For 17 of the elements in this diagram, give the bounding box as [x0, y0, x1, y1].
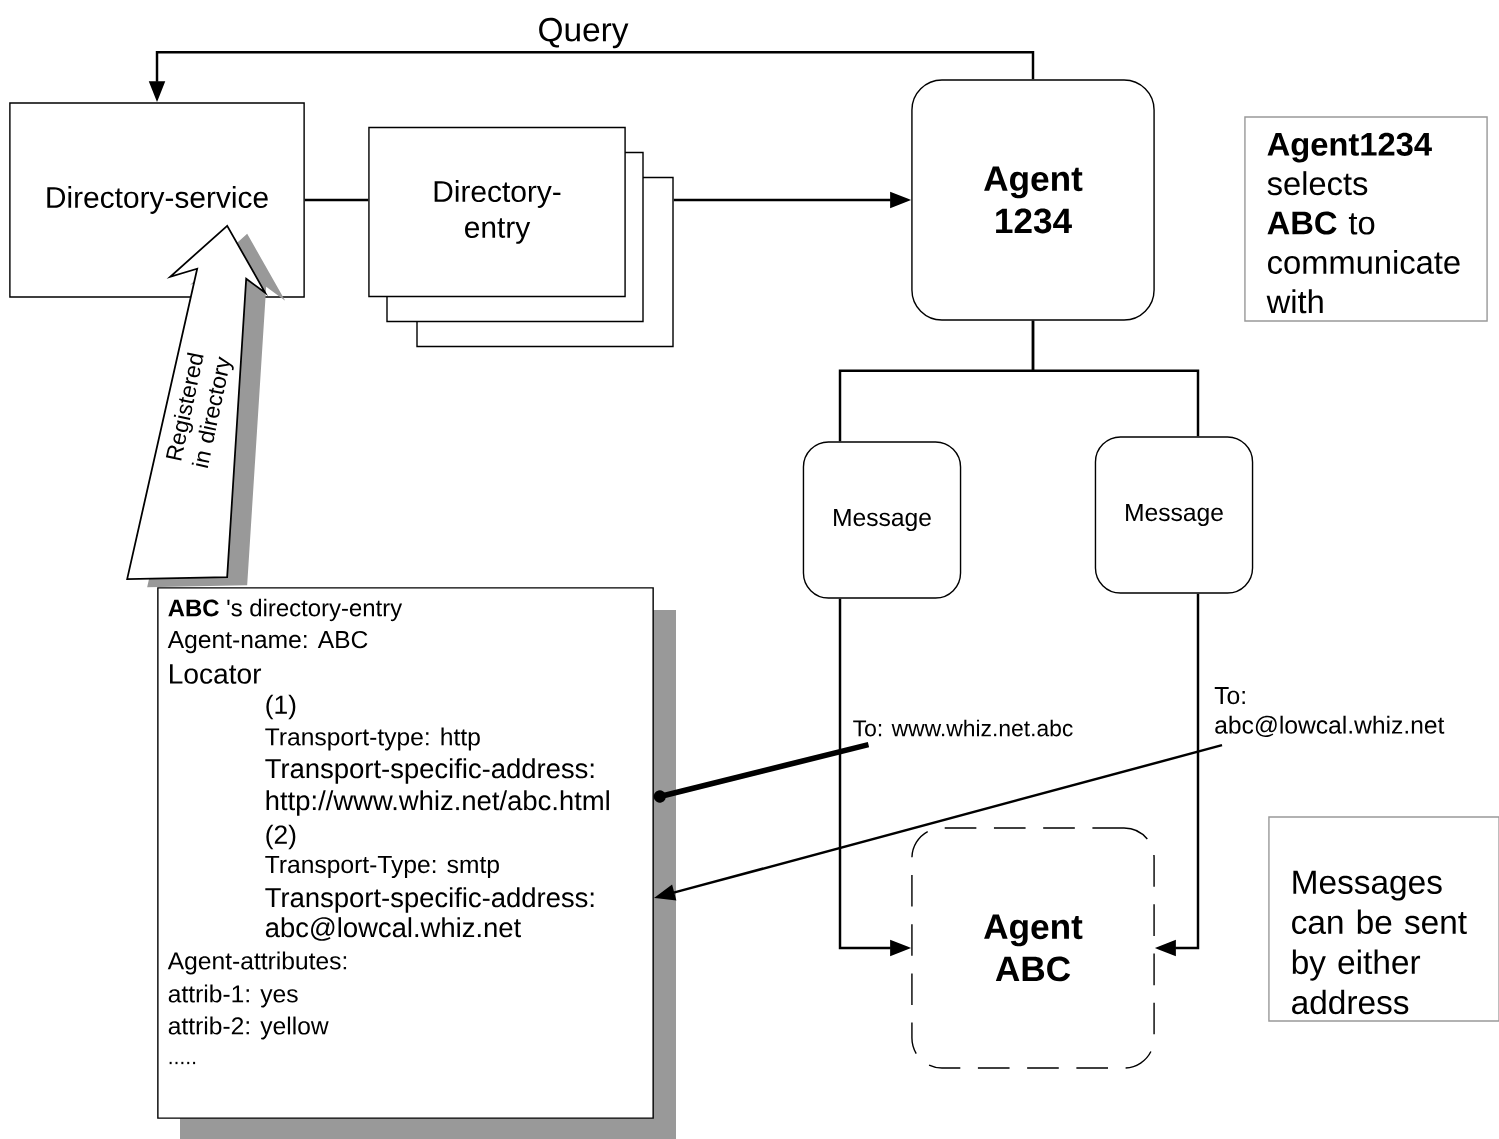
- stacked-entry-cards: Directory-entry: [368, 126, 674, 348]
- note-box: Agent1234 selects ABC to communicate with: [1244, 116, 1488, 322]
- edge-label: Query: [539, 17, 629, 49]
- connector-line: [304, 198, 369, 202]
- block-arrow: [126, 224, 286, 588]
- note-box: Messages can be sent by either address: [1268, 816, 1499, 1022]
- edge-label: Registered in directory: [165, 352, 234, 468]
- agent-box: Agent ABC: [911, 827, 1155, 1069]
- message-box: Message: [802, 441, 962, 599]
- leader-line: [653, 741, 870, 803]
- agent-box: Agent 1234: [911, 79, 1155, 321]
- connector-line: [1031, 320, 1200, 437]
- service-box: Directory-service: [9, 102, 305, 298]
- message-box: Message: [1094, 436, 1254, 594]
- directory-entry-card: ABC 's directory-entry Agent-name: ABC Locator (1) Transport-type: http Transport-specific-address: http://www.whiz.net/abc.html (2) Transport-Type: smtp Transport-specific-address: abc@lowcal.whiz.net Agent-attributes: attrib-1: yes attrib-2: yellow .....: [157, 587, 676, 1139]
- address-label: To: abc@lowcal.whiz.net: [1214, 687, 1445, 737]
- address-label: To: www.whiz.net.abc: [853, 719, 1073, 737]
